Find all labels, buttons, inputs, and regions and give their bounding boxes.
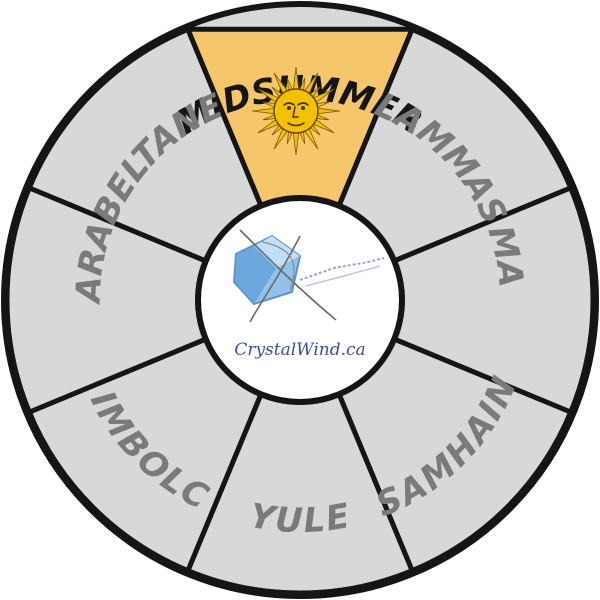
center-hub: CrystalWind.ca [195, 195, 405, 405]
sun-eye [287, 106, 291, 110]
sun-eye [301, 106, 305, 110]
crystal-logo-icon [232, 229, 385, 323]
sun-face [273, 88, 319, 134]
sun-face-feature [287, 122, 305, 127]
segment-label-yule: YULE [247, 495, 354, 540]
sun-face-feature [292, 106, 299, 118]
logo-text: CrystalWind.ca [234, 340, 365, 360]
hub-circle [195, 195, 405, 405]
sun-face-icon [251, 66, 341, 156]
sun-face-feature [283, 102, 295, 106]
sun-face-feature [297, 102, 309, 106]
